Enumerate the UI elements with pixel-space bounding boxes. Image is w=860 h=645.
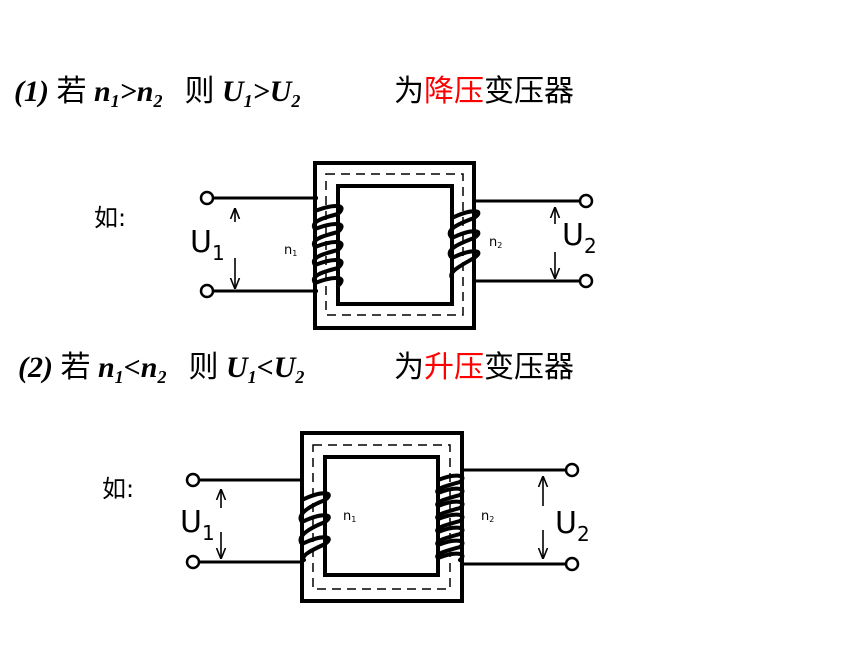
terminal-1b xyxy=(199,283,215,299)
case2-conclusion: 为升压变压器 xyxy=(394,350,574,385)
terminal-1a xyxy=(199,190,215,206)
coil-label-n2-1: n2 xyxy=(489,235,502,250)
core-dashed-2 xyxy=(312,444,451,590)
coil-label-n1-2: n1 xyxy=(343,509,356,524)
terminal-2d xyxy=(564,556,580,572)
transformer-diagram-1: 如: xyxy=(94,161,597,330)
coil-label-n2-2: n2 xyxy=(481,509,494,524)
terminal-2c xyxy=(564,462,580,478)
secondary-coil-2 xyxy=(435,473,465,562)
coil-label-n1-1: n1 xyxy=(284,243,297,258)
terminal-2b xyxy=(185,554,201,570)
primary-coil-1 xyxy=(311,204,344,288)
transformer-diagram-2: 如: xyxy=(102,431,590,603)
case1-type-highlight: 降压 xyxy=(424,74,484,109)
voltage-label-u1-1: U1 xyxy=(190,225,225,265)
core-inner-2 xyxy=(323,455,440,577)
example-label-2: 如: xyxy=(102,475,134,503)
primary-coil-2 xyxy=(298,491,331,562)
case1-conclusion: 为降压变压器 xyxy=(394,74,574,109)
voltage-label-u1-2: U1 xyxy=(180,505,215,545)
secondary-coil-1 xyxy=(447,209,481,280)
terminal-2a xyxy=(185,472,201,488)
core-inner-1 xyxy=(336,184,454,306)
terminal-1c xyxy=(578,193,594,209)
example-label-1: 如: xyxy=(94,204,126,232)
case2-type-highlight: 升压 xyxy=(424,350,484,385)
voltage-label-u2-1: U2 xyxy=(562,218,597,258)
terminal-1d xyxy=(578,273,594,289)
core-dashed-1 xyxy=(325,173,464,316)
voltage-label-u2-2: U2 xyxy=(555,506,590,546)
